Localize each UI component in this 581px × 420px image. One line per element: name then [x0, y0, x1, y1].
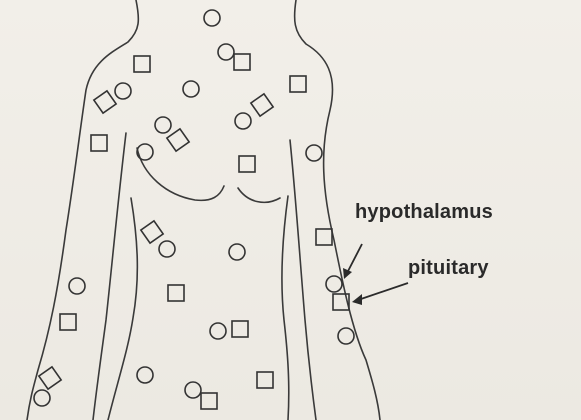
circle-marker — [229, 244, 245, 260]
circle-marker — [155, 117, 171, 133]
circle-marker — [34, 390, 50, 406]
waist-right-line — [282, 196, 289, 420]
circle-marker — [137, 144, 153, 160]
circle-marker — [210, 323, 226, 339]
square-marker — [60, 314, 76, 330]
square-marker — [39, 367, 61, 389]
pituitary-arrow — [352, 283, 408, 305]
circle-marker — [326, 276, 342, 292]
circle-marker — [115, 83, 131, 99]
hypothalamus-label: hypothalamus — [355, 201, 493, 224]
marker-group — [34, 10, 354, 409]
circle-marker — [338, 328, 354, 344]
pituitary-label: pituitary — [408, 257, 489, 280]
square-marker — [257, 372, 273, 388]
square-marker — [91, 135, 107, 151]
circle-marker — [306, 145, 322, 161]
square-marker — [167, 129, 189, 151]
square-marker — [168, 285, 184, 301]
square-marker — [251, 94, 273, 116]
circle-marker — [204, 10, 220, 26]
circle-marker — [235, 113, 251, 129]
hypothalamus-arrow — [343, 244, 362, 279]
square-marker — [141, 221, 163, 243]
circle-marker — [69, 278, 85, 294]
circle-marker — [218, 44, 234, 60]
square-marker — [94, 91, 116, 113]
square-marker — [134, 56, 150, 72]
chest-line — [137, 148, 280, 202]
square-marker — [290, 76, 306, 92]
square-marker — [234, 54, 250, 70]
neck-left-line — [27, 0, 138, 420]
square-marker — [232, 321, 248, 337]
square-marker — [239, 156, 255, 172]
inner-arm-right-line — [290, 140, 316, 420]
waist-left-line — [108, 198, 137, 420]
inner-arm-left-line — [93, 133, 126, 420]
square-marker — [201, 393, 217, 409]
square-marker — [316, 229, 332, 245]
circle-marker — [137, 367, 153, 383]
circle-marker — [159, 241, 175, 257]
circle-marker — [183, 81, 199, 97]
circle-marker — [185, 382, 201, 398]
